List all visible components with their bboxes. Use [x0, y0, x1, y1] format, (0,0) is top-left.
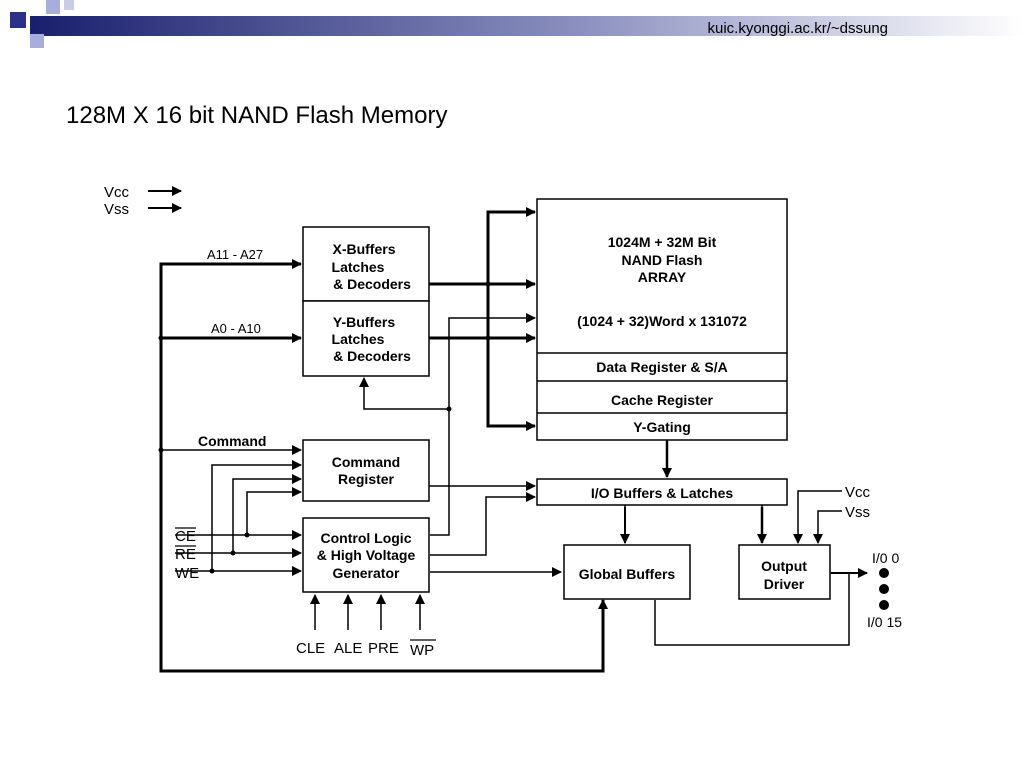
command-register-line2: Register	[338, 471, 395, 487]
control-logic-line1: Control Logic	[321, 530, 412, 546]
command-label: Command	[198, 433, 266, 449]
addr-high-label: A11 - A27	[207, 247, 263, 262]
command-register-line1: Command	[332, 454, 400, 470]
array-block	[536, 198, 788, 441]
ce-label: CE	[175, 528, 196, 545]
io-last-label: I/0 15	[867, 614, 902, 630]
y-buffers-block	[302, 300, 430, 377]
ale-label: ALE	[334, 640, 362, 657]
cle-label: CLE	[296, 640, 325, 657]
y-buffers-line2: Latches	[332, 331, 385, 347]
command-register-block	[302, 439, 430, 502]
cache-register-label: Cache Register	[611, 392, 713, 408]
control-logic-line3: Generator	[333, 565, 400, 581]
data-register-label: Data Register & S/A	[596, 359, 727, 375]
slide-title: 128M X 16 bit NAND Flash Memory	[66, 102, 448, 129]
array-organization: (1024 + 32)Word x 131072	[577, 313, 747, 329]
array-line2: NAND Flash	[622, 252, 703, 268]
vss-label: Vss	[104, 201, 129, 218]
header-bar	[10, 0, 1024, 48]
io-buffers-label: I/O Buffers & Latches	[591, 485, 734, 501]
addr-low-label: A0 - A10	[211, 321, 261, 336]
io-vcc-label: Vcc	[845, 484, 871, 501]
output-driver-line1: Output	[761, 558, 807, 574]
header-url: kuic.kyonggi.ac.kr/~dssung	[707, 20, 888, 37]
y-gating-label: Y-Gating	[633, 419, 691, 435]
control-logic-block	[302, 517, 430, 593]
y-buffers-line1: Y-Buffers	[333, 314, 395, 330]
x-buffers-block	[302, 226, 430, 302]
we-label: WE	[175, 565, 199, 582]
y-buffers-line3: & Decoders	[333, 348, 411, 364]
x-buffers-line1: X-Buffers	[332, 241, 395, 257]
array-line1: 1024M + 32M Bit	[608, 234, 717, 250]
x-buffers-line2: Latches	[332, 259, 385, 275]
control-logic-line2: & High Voltage	[317, 547, 416, 563]
array-line3: ARRAY	[638, 269, 687, 285]
re-label: RE	[175, 546, 196, 563]
io-first-label: I/0 0	[872, 550, 899, 566]
io-vss-label: Vss	[845, 504, 870, 521]
global-buffers-block	[563, 544, 691, 600]
output-driver-block	[738, 544, 831, 600]
io-buffers-block	[536, 478, 788, 506]
global-buffers-label: Global Buffers	[579, 566, 676, 582]
x-buffers-line3: & Decoders	[333, 276, 411, 292]
corner-squares-icon	[10, 0, 74, 48]
pre-label: PRE	[368, 640, 399, 657]
io-pins-icon	[879, 568, 889, 610]
output-driver-line2: Driver	[764, 576, 805, 592]
wp-label: WP	[410, 642, 434, 659]
vcc-label: Vcc	[104, 184, 130, 201]
